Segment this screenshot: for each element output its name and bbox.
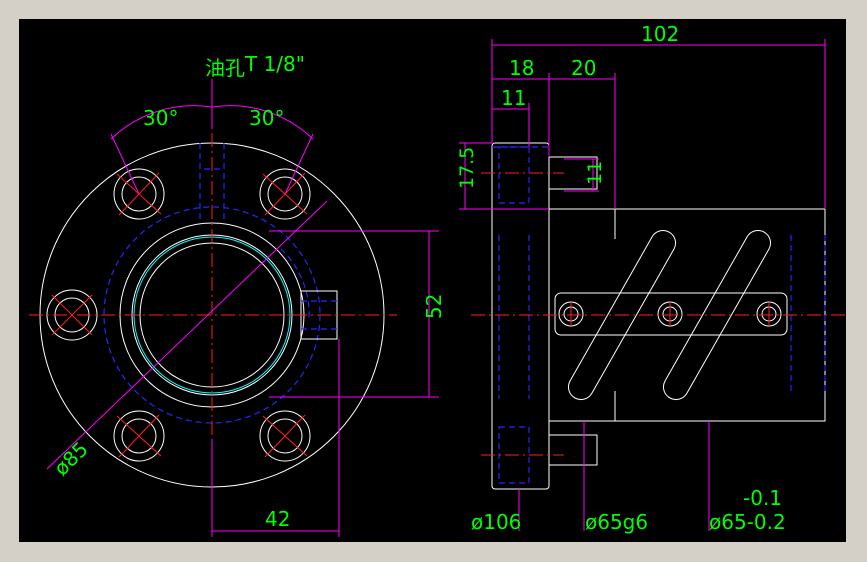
flange-section (491, 142, 550, 490)
dim42-label: 42 (265, 507, 290, 531)
side-view: 102 18 20 11 17.5 11 ø106 ø65g6 -0.1 ø65… (456, 22, 846, 534)
dim11-side-label: 11 (584, 161, 606, 185)
bolt-centerline (51, 294, 93, 336)
oil-hole-note-thread: T 1/8" (244, 52, 305, 76)
bolt-centerline (118, 414, 160, 458)
dim18-label: 18 (509, 56, 534, 80)
front-view: 30° 30° 油孔 T 1/8" ø85 52 42 (29, 52, 446, 537)
bolt-hole (259, 410, 311, 462)
angle-label-right: 30° (249, 106, 284, 130)
dia65g6-label: ø65g6 (585, 510, 648, 534)
return-tube (567, 229, 677, 401)
angle-arc-left (110, 105, 213, 140)
bolt-hole (113, 168, 165, 220)
dia85-dimension-line (46, 200, 328, 470)
cad-drawing: 30° 30° 油孔 T 1/8" ø85 52 42 (29, 22, 846, 537)
oil-hole-side-hidden (498, 146, 530, 204)
dim102-label: 102 (641, 22, 679, 46)
dim20-label: 20 (571, 56, 596, 80)
bolt-hole (259, 168, 311, 220)
dim11-top-label: 11 (501, 86, 526, 110)
dim52-label: 52 (422, 294, 446, 319)
deflector-plate (554, 292, 788, 336)
dia65-tolerance-upper: -0.1 (743, 486, 782, 510)
angle-label-left: 30° (143, 106, 178, 130)
angle-extension (284, 133, 314, 195)
cad-viewport[interactable]: 30° 30° 油孔 T 1/8" ø85 52 42 (19, 19, 846, 542)
return-tube (662, 229, 772, 401)
dia65-label: ø65-0.2 (709, 510, 786, 534)
dim17-5-label: 17.5 (456, 147, 478, 189)
angle-extension (110, 133, 140, 195)
angle-arc-right (211, 105, 314, 140)
bolt-head-side (548, 434, 598, 466)
oil-hole-note-cn: 油孔 (205, 56, 245, 80)
bolt-hole (113, 410, 165, 462)
dia85-label: ø85 (49, 437, 93, 480)
dia106-label: ø106 (471, 510, 521, 534)
bolt-centerline (264, 414, 306, 458)
